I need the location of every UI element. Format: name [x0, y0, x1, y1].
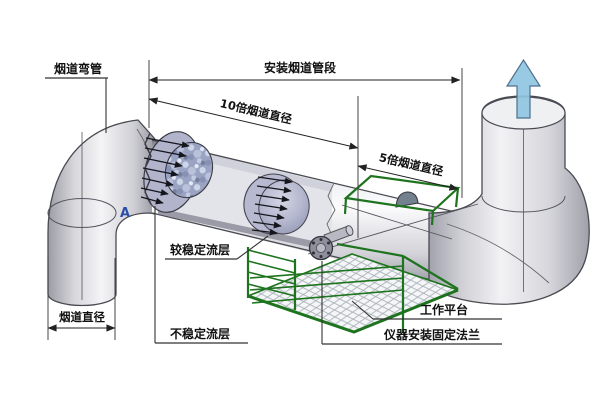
stable-layer-label: 较稳定流层 — [170, 242, 230, 257]
work-platform-leader — [351, 300, 374, 320]
port-centerline-1 — [307, 203, 479, 255]
right-railing — [336, 242, 459, 333]
five-diameter-dimension — [357, 164, 459, 191]
outlet-elbow-stack — [428, 58, 590, 305]
inlet-elbow-pipe — [47, 119, 163, 307]
mounting-flange — [308, 225, 354, 261]
instrument-flange-label: 仪器安装固定法兰 — [383, 327, 480, 342]
platform-front-frame — [247, 288, 459, 334]
gas-outflow-arrow-icon — [505, 58, 542, 119]
duct-inner-wall — [158, 208, 332, 252]
work-platform-label: 工作平台 — [420, 302, 468, 317]
point-a-label: A — [120, 206, 130, 221]
unstable-layer-label: 不稳定流层 — [170, 326, 230, 341]
velocity-arrows-stable — [251, 176, 293, 236]
port-centerline-2 — [341, 204, 453, 240]
flue-diameter-label: 烟道直径 — [59, 310, 105, 324]
platform-back-frame — [247, 253, 459, 297]
stable-cross-section — [243, 173, 310, 236]
ten-diameter-dimension — [148, 97, 359, 150]
work-platform — [246, 242, 460, 334]
left-railing — [246, 247, 297, 310]
stable-layer-leader — [236, 235, 269, 260]
elbow-body — [48, 120, 155, 306]
install-section-label: 安装烟道管段 — [264, 60, 337, 75]
flue-bend-label: 烟道弯管 — [54, 61, 102, 76]
probe-end-cap — [345, 225, 354, 236]
far-railing — [249, 265, 404, 304]
elbow-contour-right — [446, 223, 550, 284]
flange-bore — [315, 242, 327, 254]
turbulent-cross-section — [140, 131, 214, 213]
elbow-outline — [47, 119, 156, 294]
inlet-bottom-arc — [47, 293, 117, 307]
dome-sensor-icon — [395, 191, 419, 208]
